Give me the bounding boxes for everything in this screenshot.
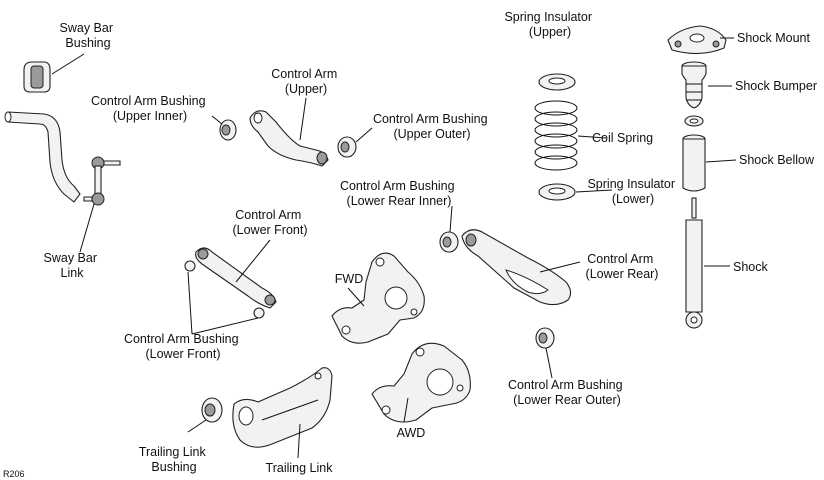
control-arm-bushing-lower-rear-outer-part <box>535 327 555 349</box>
label-awd: AWD <box>397 426 426 440</box>
label-shock-bellow: Shock Bellow <box>739 153 815 167</box>
label-spring-insulator-upper: Spring Insulator (Upper) <box>504 10 595 39</box>
shock-mount-part <box>667 25 727 55</box>
knuckle-awd-part <box>371 342 471 423</box>
label-control-arm-upper: Control Arm (Upper) <box>271 67 340 96</box>
control-arm-bushing-upper-inner-part <box>219 119 237 141</box>
shock-bumper-part <box>681 61 707 109</box>
sway-bar-bushing-part <box>23 61 51 93</box>
control-arm-bushing-upper-outer-part <box>337 136 357 158</box>
coil-spring-part <box>534 100 578 171</box>
label-sway-bar-bushing: Sway Bar Bushing <box>60 21 117 50</box>
shock-washer-part <box>684 115 704 127</box>
label-fwd: FWD <box>335 272 363 286</box>
label-control-arm-bushing-lower-front: Control Arm Bushing (Lower Front) <box>124 332 242 361</box>
label-control-arm-bushing-lower-rear-inner: Control Arm Bushing (Lower Rear Inner) <box>340 179 458 208</box>
labels: Sway Bar Bushing Sway Bar Link Control A… <box>3 10 817 479</box>
knuckle-fwd-part <box>331 252 425 344</box>
leader-lines <box>51 37 737 459</box>
control-arm-lower-front-part <box>195 247 277 309</box>
label-trailing-link-bushing: Trailing Link Bushing <box>139 445 209 474</box>
sway-bar-link-part <box>83 156 121 206</box>
spring-insulator-lower-part <box>538 183 576 201</box>
diagram-ref: R206 <box>3 469 25 479</box>
label-sway-bar-link: Sway Bar Link <box>44 251 101 280</box>
label-shock-mount: Shock Mount <box>737 31 810 45</box>
label-control-arm-bushing-lower-rear-outer: Control Arm Bushing (Lower Rear Outer) <box>508 378 626 407</box>
label-shock: Shock <box>733 260 768 274</box>
trailing-link-bushing-part <box>201 397 223 423</box>
control-arm-bushing-lower-front-parts <box>184 260 265 319</box>
control-arm-upper-part <box>249 110 329 167</box>
spring-insulator-upper-part <box>538 73 576 91</box>
label-coil-spring: Coil Spring <box>592 131 653 145</box>
label-control-arm-lower-front: Control Arm (Lower Front) <box>232 208 307 237</box>
label-spring-insulator-lower: Spring Insulator (Lower) <box>587 177 678 206</box>
shock-part <box>685 197 703 329</box>
trailing-link-part <box>232 367 333 448</box>
shock-bellow-part <box>682 134 706 192</box>
control-arm-bushing-lower-rear-inner-part <box>439 231 459 253</box>
label-control-arm-lower-rear: Control Arm (Lower Rear) <box>586 252 659 281</box>
control-arm-lower-rear-part <box>461 229 572 306</box>
label-control-arm-bushing-upper-inner: Control Arm Bushing (Upper Inner) <box>91 94 209 123</box>
label-shock-bumper: Shock Bumper <box>735 79 817 93</box>
sway-bar-part <box>4 111 81 203</box>
label-control-arm-bushing-upper-outer: Control Arm Bushing (Upper Outer) <box>373 112 491 141</box>
label-trailing-link: Trailing Link <box>266 461 334 475</box>
